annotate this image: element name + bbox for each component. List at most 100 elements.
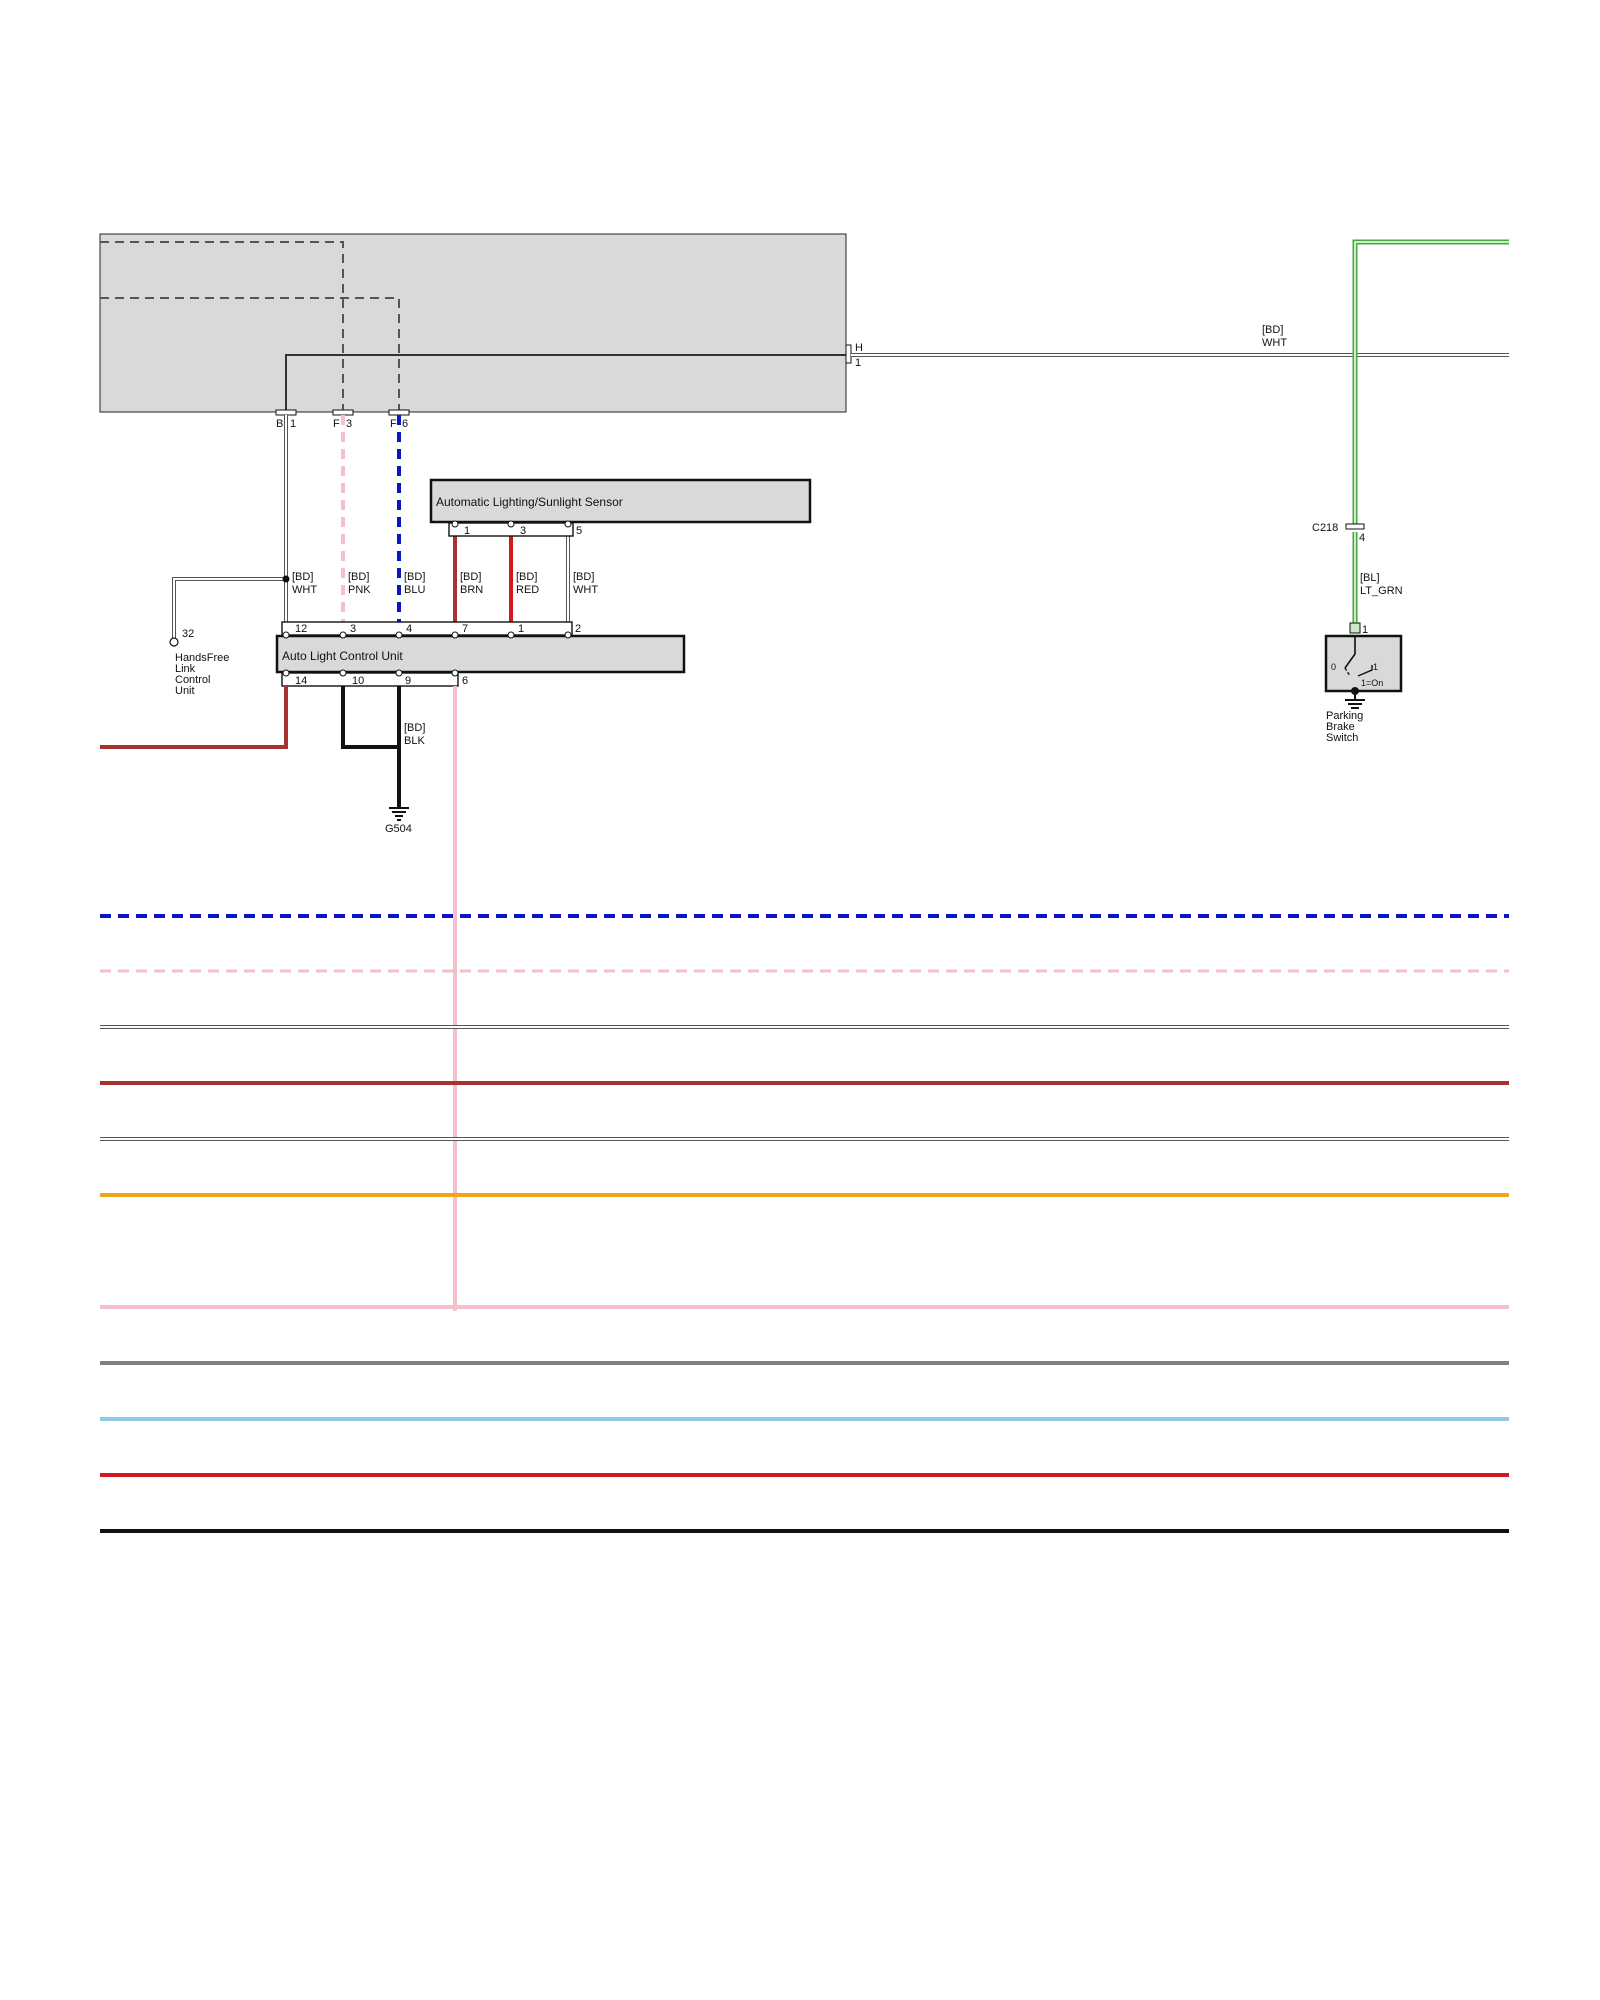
c218-label: C218	[1312, 522, 1338, 534]
cu-pin-12-label: 12	[295, 623, 307, 635]
label-ltgrn-color: LT_GRN	[1360, 585, 1403, 597]
sensor-pin-1-label: 1	[464, 525, 470, 537]
cu-pin-14	[282, 669, 290, 677]
connector-f3-label: F	[333, 418, 340, 430]
cu-pin-1	[507, 631, 515, 639]
parking-brake-name-1: Parking	[1326, 710, 1363, 722]
cu-pin-6	[451, 669, 459, 677]
label-brn-code: [BD]	[460, 571, 481, 583]
connector-b-pin: 1	[290, 418, 296, 430]
connector-f3-tab	[332, 409, 354, 416]
cu-pin-2-label: 2	[575, 623, 581, 635]
parking-brake-pin: 1	[1362, 624, 1368, 636]
label-blk-color: BLK	[404, 735, 425, 747]
handsfree-name-1: HandsFree	[175, 652, 229, 664]
switch-contact	[1357, 665, 1373, 677]
connector-f6-pin: 6	[402, 418, 408, 430]
cu-pin-3-label: 3	[350, 623, 356, 635]
wire-h1-code: [BD]	[1262, 324, 1283, 336]
cu-pin-10-label: 10	[352, 675, 364, 687]
sensor-pin-3-label: 3	[520, 525, 526, 537]
parking-brake-body	[1324, 634, 1403, 693]
top-module-body	[99, 233, 847, 413]
parking-brake-name-3: Switch	[1326, 732, 1358, 744]
cu-pin-7	[451, 631, 459, 639]
cu-pin-9-label: 9	[405, 675, 411, 687]
label-red-code: [BD]	[516, 571, 537, 583]
label-red-color: RED	[516, 584, 539, 596]
top-module: B 1 F 3 F 6 H 1	[99, 233, 863, 430]
control-unit-top-connector	[281, 621, 573, 636]
connector-h-pin: 1	[855, 357, 861, 369]
label-wht-color: WHT	[292, 584, 317, 596]
switch-lever	[1344, 636, 1356, 669]
splice-dot	[282, 575, 290, 583]
label-pnk-code: [BD]	[348, 571, 369, 583]
cu-pin-14-label: 14	[295, 675, 307, 687]
cu-pin-10	[339, 669, 347, 677]
sunlight-sensor: Automatic Lighting/Sunlight Sensor 1 3 5	[429, 478, 812, 537]
sensor-name: Automatic Lighting/Sunlight Sensor	[436, 495, 623, 509]
cu-pin-6-label: 6	[462, 675, 468, 687]
cu-pin-9	[395, 669, 403, 677]
connector-b-label: B	[276, 418, 283, 430]
handsfree-name-3: Control	[175, 674, 210, 686]
cu-pin-2	[564, 631, 572, 639]
label-blu-code: [BD]	[404, 571, 425, 583]
wire-handsfree-wht	[172, 577, 286, 638]
switch-ground-node	[1351, 687, 1359, 695]
label-wht2-code: [BD]	[573, 571, 594, 583]
parking-brake-connector	[1349, 622, 1361, 634]
cu-pin-12	[282, 631, 290, 639]
c218-connector	[1345, 523, 1365, 530]
control-unit-body	[275, 634, 686, 674]
cu-pin-3	[339, 631, 347, 639]
sensor-body	[429, 478, 812, 524]
connector-h-label: H	[855, 342, 863, 354]
cu-pin-4	[395, 631, 403, 639]
parking-brake-name-2: Brake	[1326, 721, 1355, 733]
switch-pos-0: 0	[1331, 662, 1336, 672]
label-blk-code: [BD]	[404, 722, 425, 734]
handsfree-pin: 32	[182, 628, 194, 640]
wire-cu10-blk	[341, 686, 399, 749]
label-wht-code: [BD]	[292, 571, 313, 583]
label-ltgrn-code: [BL]	[1360, 572, 1380, 584]
label-pnk-color: PNK	[348, 584, 371, 596]
sensor-pin-3	[507, 520, 515, 528]
cu-pin-4-label: 4	[406, 623, 412, 635]
handsfree-terminal	[169, 637, 179, 647]
internal-dashed-trace-2	[100, 297, 400, 412]
control-unit-name: Auto Light Control Unit	[282, 649, 403, 663]
handsfree-name-4: Unit	[175, 685, 195, 697]
label-blu-color: BLU	[404, 584, 425, 596]
handsfree-link-control-unit: 32 HandsFree Link Control Unit	[169, 628, 229, 697]
label-wht2-color: WHT	[573, 584, 598, 596]
wire-h1-color: WHT	[1262, 337, 1287, 349]
connector-f6-label: F	[390, 418, 397, 430]
wire-ltgrn	[1352, 239, 1509, 526]
cu-pin-7-label: 7	[462, 623, 468, 635]
ground-g504-label: G504	[385, 823, 412, 835]
connector-h-tab	[845, 344, 852, 364]
sensor-pin-5-label: 5	[576, 525, 582, 537]
ground-g504	[389, 807, 409, 821]
switch-dash	[1344, 667, 1351, 677]
internal-solid-trace	[285, 354, 850, 412]
sensor-pin-1	[451, 520, 459, 528]
switch-on-label: 1=On	[1361, 678, 1383, 688]
label-brn-color: BRN	[460, 584, 483, 596]
switch-pos-1: 1	[1373, 662, 1378, 672]
connector-f6-tab	[388, 409, 410, 416]
wire-cu14-brn	[100, 686, 288, 749]
cu-pin-1-label: 1	[518, 623, 524, 635]
connector-f3-pin: 3	[346, 418, 352, 430]
handsfree-name-2: Link	[175, 663, 196, 675]
sensor-pin-5	[564, 520, 572, 528]
auto-light-control-unit: Auto Light Control Unit 12 3 4 7 1 2 14 …	[275, 621, 686, 687]
internal-dashed-trace-1	[100, 241, 344, 412]
connector-b-tab	[275, 409, 297, 416]
control-unit-bottom-connector	[281, 672, 459, 687]
parking-brake-switch: 1 0 1 1=On Parking Brake Switch	[1324, 622, 1403, 744]
